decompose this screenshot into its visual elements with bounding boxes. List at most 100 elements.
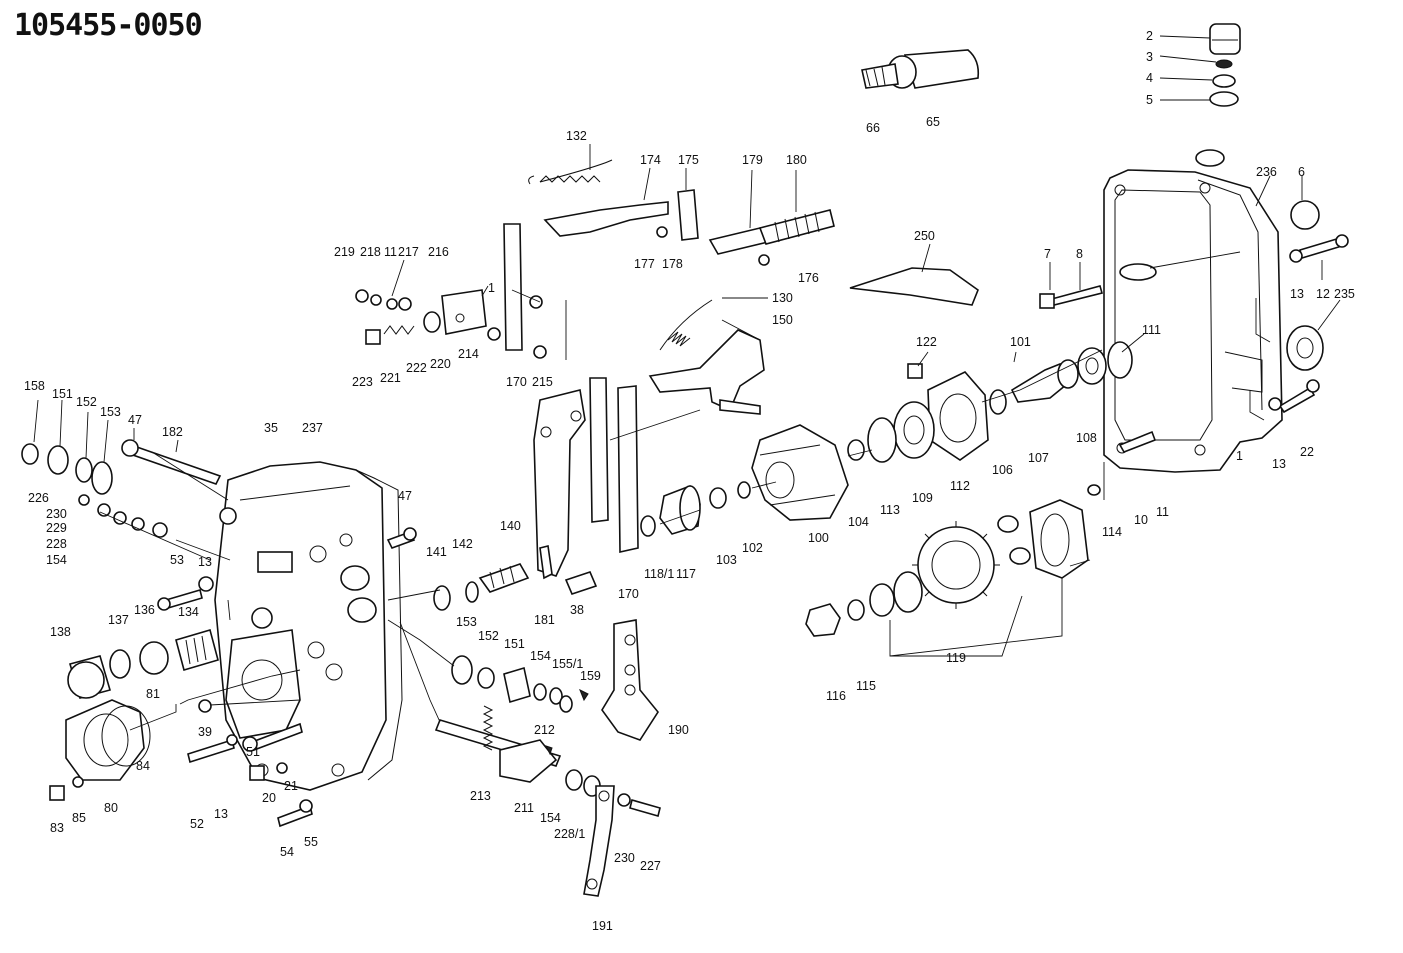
part-label-2: 2 <box>1146 29 1153 43</box>
part-label-227: 227 <box>640 859 661 873</box>
part-label-10: 10 <box>1134 513 1148 527</box>
part-label-215: 215 <box>532 375 553 389</box>
part-label-212: 212 <box>534 723 555 737</box>
part-label-214: 214 <box>458 347 479 361</box>
part-label-8: 8 <box>1076 247 1083 261</box>
part-label-150: 150 <box>772 313 793 327</box>
part-label-191: 191 <box>592 919 613 933</box>
part-label-13: 13 <box>214 807 228 821</box>
hub-114 <box>997 484 1101 579</box>
part-label-155-1: 155/1 <box>552 657 583 671</box>
bracket-175 <box>656 189 699 241</box>
part-label-51: 51 <box>246 745 260 759</box>
part-label-218: 218 <box>360 245 381 259</box>
part-label-53: 53 <box>170 553 184 567</box>
part-label-182: 182 <box>162 425 183 439</box>
part-label-81: 81 <box>146 687 160 701</box>
part-label-84: 84 <box>136 759 150 773</box>
drawing-number: 105455-0050 <box>14 8 203 43</box>
part-label-83: 83 <box>50 821 64 835</box>
lever-150 <box>648 329 765 415</box>
part-label-229: 229 <box>46 521 67 535</box>
spring-shaft-179-180 <box>708 209 835 266</box>
part-label-137: 137 <box>108 613 129 627</box>
cap-parts-134-138 <box>67 629 219 699</box>
plug-6 <box>1290 200 1320 230</box>
part-label-35: 35 <box>264 421 278 435</box>
leader-lines <box>33 35 1341 463</box>
part-label-154: 154 <box>46 553 67 567</box>
part-label-4: 4 <box>1146 71 1153 85</box>
part-label-104: 104 <box>848 515 869 529</box>
part-label-152: 152 <box>76 395 97 409</box>
part-label-66: 66 <box>866 121 880 135</box>
part-label-47: 47 <box>398 489 412 503</box>
part-label-223: 223 <box>352 375 373 389</box>
part-label-179: 179 <box>742 153 763 167</box>
part-label-176: 176 <box>798 271 819 285</box>
part-label-235: 235 <box>1334 287 1355 301</box>
part-label-153: 153 <box>100 405 121 419</box>
part-label-1: 1 <box>1236 449 1243 463</box>
part-label-180: 180 <box>786 153 807 167</box>
part-label-112: 112 <box>950 479 970 493</box>
part-label-211: 211 <box>514 801 534 815</box>
part-label-136: 136 <box>134 603 155 617</box>
part-label-114: 114 <box>1102 525 1122 539</box>
part-label-6: 6 <box>1298 165 1305 179</box>
part-label-13: 13 <box>198 555 212 569</box>
nut-washers-115-116 <box>805 571 923 637</box>
part-label-13: 13 <box>1290 287 1304 301</box>
part-label-65: 65 <box>926 115 940 129</box>
part-label-111: 111 <box>1142 323 1161 337</box>
part-label-228: 228 <box>46 537 67 551</box>
nut-103 <box>709 487 727 509</box>
ring-102 <box>737 481 751 499</box>
part-label-237: 237 <box>302 421 323 435</box>
part-label-130: 130 <box>772 291 793 305</box>
sleeve-117 <box>640 485 701 537</box>
part-label-22: 22 <box>1300 445 1314 459</box>
part-label-154: 154 <box>540 811 561 825</box>
part-label-116: 116 <box>826 689 846 703</box>
part-label-177: 177 <box>634 257 655 271</box>
shaft-107 <box>989 359 1079 415</box>
centerlines <box>99 251 1271 731</box>
part-label-47: 47 <box>128 413 142 427</box>
part-label-219: 219 <box>334 245 355 259</box>
part-label-140: 140 <box>500 519 521 533</box>
part-label-20: 20 <box>262 791 276 805</box>
part-label-170: 170 <box>618 587 639 601</box>
part-label-226: 226 <box>28 491 49 505</box>
part-label-101: 101 <box>1010 335 1031 349</box>
spring-130 <box>659 299 713 351</box>
cap-assembly <box>1195 23 1241 167</box>
part-label-142: 142 <box>452 537 473 551</box>
part-label-39: 39 <box>198 725 212 739</box>
part-label-154: 154 <box>530 649 551 663</box>
part-label-115: 115 <box>856 679 876 693</box>
part-label-103: 103 <box>716 553 737 567</box>
flyweight-100 <box>751 424 849 521</box>
lever-191 <box>583 785 615 897</box>
parts-151-159 <box>451 655 589 713</box>
shaft-211-213 <box>434 705 661 817</box>
part-label-181: 181 <box>534 613 555 627</box>
part-label-230: 230 <box>46 507 67 521</box>
part-label-100: 100 <box>808 531 829 545</box>
part-label-222: 222 <box>406 361 427 375</box>
part-label-217: 217 <box>398 245 419 259</box>
parts-140-142 <box>433 563 530 611</box>
links-170 <box>503 223 639 595</box>
part-label-52: 52 <box>190 817 204 831</box>
part-label-113: 113 <box>880 503 900 517</box>
bearing-109 <box>847 401 935 463</box>
spring-132 <box>528 159 613 185</box>
part-label-119: 119 <box>946 651 966 665</box>
part-label-190: 190 <box>668 723 689 737</box>
part-label-122: 122 <box>916 335 937 349</box>
part-label-11: 11 <box>384 245 397 259</box>
part-label-151: 151 <box>504 637 525 651</box>
